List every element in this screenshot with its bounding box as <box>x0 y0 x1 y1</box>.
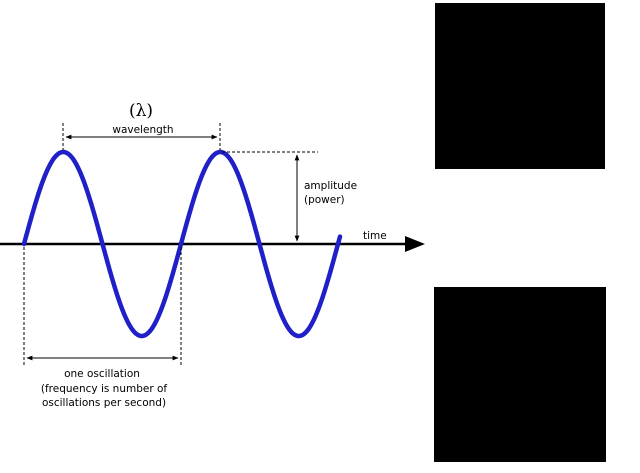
amplitude-label: amplitude <box>304 180 357 192</box>
black-block-top <box>435 3 605 169</box>
lambda-symbol: (λ) <box>129 101 153 121</box>
frequency-note-line2: oscillations per second) <box>42 397 166 409</box>
sine-wave <box>21 149 343 339</box>
wavelength-label: wavelength <box>112 124 173 136</box>
amplitude-power-label: (power) <box>304 194 345 206</box>
oscillation-label: one oscillation <box>64 368 140 380</box>
time-label: time <box>363 230 387 242</box>
frequency-note-line1: (frequency is number of <box>41 383 168 395</box>
time-axis-arrowhead <box>405 236 425 252</box>
black-block-bottom <box>434 287 606 462</box>
